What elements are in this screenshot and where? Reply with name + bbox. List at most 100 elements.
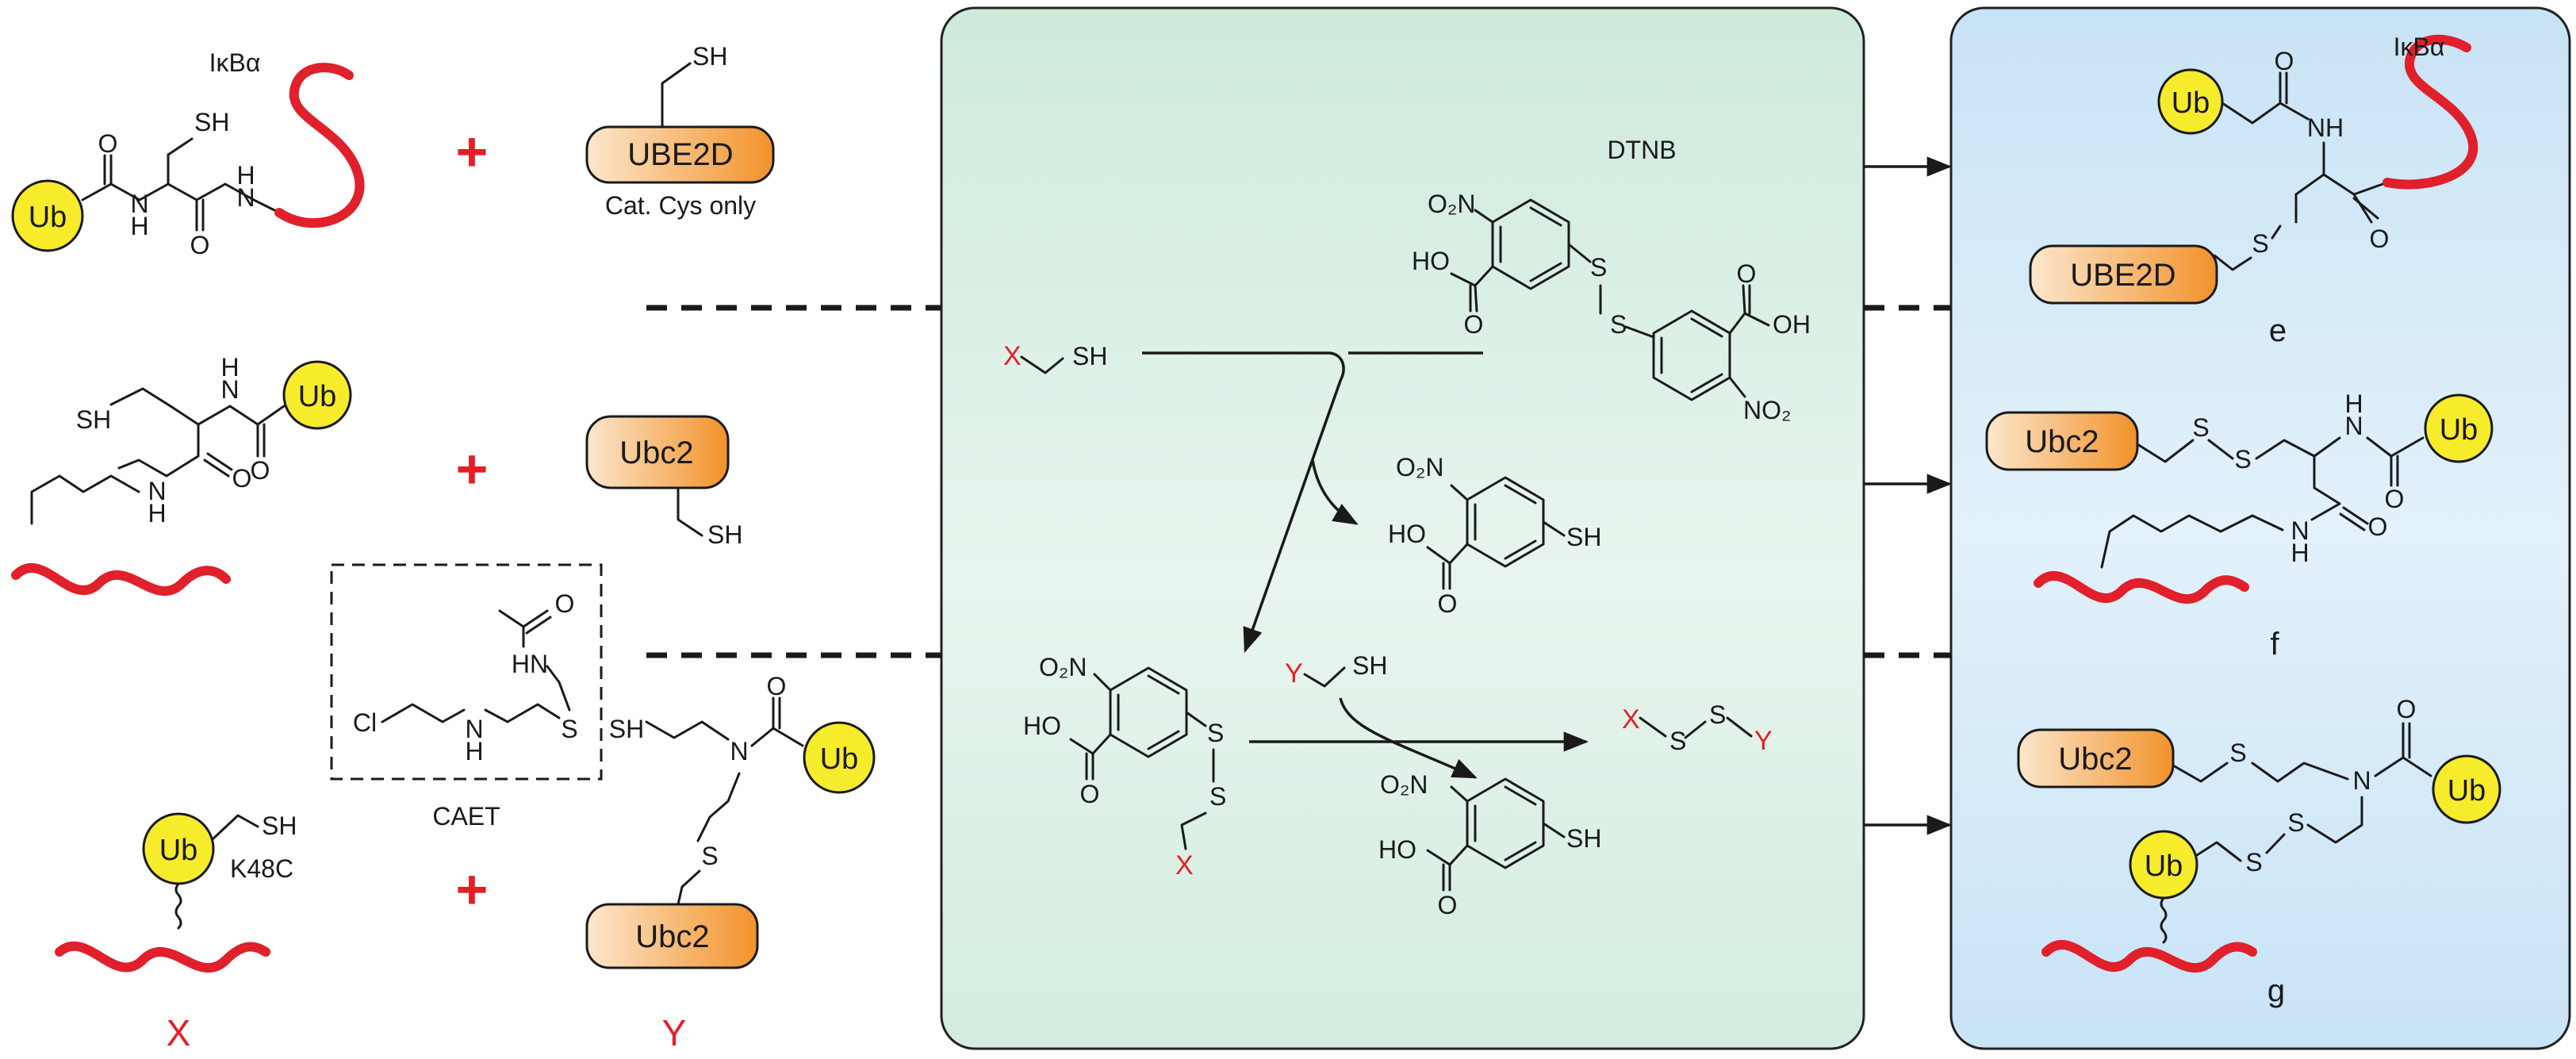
svg-text:H: H xyxy=(220,353,239,382)
svg-text:O: O xyxy=(2368,512,2388,541)
svg-text:Ub: Ub xyxy=(2172,86,2210,120)
ubc2-enzyme xyxy=(1985,411,2139,471)
svg-text:H: H xyxy=(130,212,148,240)
svg-text:H: H xyxy=(148,499,166,528)
svg-text:O: O xyxy=(1080,780,1100,808)
svg-text:SH: SH xyxy=(262,812,297,840)
ubc2-enzyme xyxy=(585,415,730,489)
svg-text:S: S xyxy=(2192,413,2209,442)
svg-text:S: S xyxy=(2229,739,2246,767)
svg-text:SH: SH xyxy=(609,715,644,743)
svg-text:N: N xyxy=(236,183,255,212)
svg-text:SH: SH xyxy=(1566,523,1601,551)
row-e-reactants: Ub O N H O SH H N IκBα + SH UBE2D Cat. C… xyxy=(11,42,775,259)
svg-text:X: X xyxy=(1003,341,1022,371)
svg-text:H: H xyxy=(465,737,483,765)
ube2d-label: UBE2D xyxy=(627,137,733,172)
ikba-product-substrate xyxy=(2382,34,2478,190)
svg-text:OH: OH xyxy=(1773,310,1811,339)
svg-text:X: X xyxy=(1622,704,1640,735)
svg-text:SH: SH xyxy=(707,520,742,549)
product-g-label: g xyxy=(2267,973,2285,1008)
ikba-label: IκBα xyxy=(209,48,261,77)
svg-text:Ub: Ub xyxy=(820,742,859,776)
k48c-label: K48C xyxy=(230,854,293,883)
caet-label: CAET xyxy=(432,802,500,831)
svg-text:O: O xyxy=(251,456,270,485)
svg-text:O: O xyxy=(767,672,787,700)
ube2d-enzyme xyxy=(2029,244,2218,305)
svg-text:SH: SH xyxy=(1352,651,1387,680)
svg-text:S: S xyxy=(1590,253,1607,282)
svg-text:O: O xyxy=(2275,47,2294,75)
svg-text:H: H xyxy=(2344,389,2363,418)
svg-text:S: S xyxy=(2234,445,2251,474)
ub-bead xyxy=(282,360,352,430)
svg-text:S: S xyxy=(561,715,577,743)
svg-text:HO: HO xyxy=(1388,520,1426,548)
svg-text:SH: SH xyxy=(1566,824,1601,853)
lysine-product-substrate xyxy=(2034,571,2249,604)
svg-text:N: N xyxy=(730,737,748,765)
svg-text:Y: Y xyxy=(1285,658,1303,689)
svg-text:UBE2D: UBE2D xyxy=(2070,258,2175,293)
caet-box xyxy=(330,563,603,781)
svg-text:HN: HN xyxy=(512,650,548,678)
plus-row-e: + xyxy=(456,121,489,182)
svg-text:O: O xyxy=(2370,224,2390,253)
svg-text:SH: SH xyxy=(76,405,111,434)
y-label: Y xyxy=(662,1012,687,1053)
svg-text:O₂N: O₂N xyxy=(1380,770,1428,799)
ub-bead xyxy=(2157,68,2224,135)
svg-text:O: O xyxy=(1438,589,1458,618)
svg-text:N: N xyxy=(148,477,166,505)
ubc2-enzyme xyxy=(585,903,759,969)
svg-text:O₂N: O₂N xyxy=(1396,453,1443,482)
svg-text:N: N xyxy=(2352,766,2371,795)
svg-text:S: S xyxy=(1709,700,1726,729)
svg-text:H: H xyxy=(236,161,255,190)
row-g-reactants: Cl N H S HN O CAET Ub SH K48C X + SH N O… xyxy=(55,563,876,1053)
svg-text:O: O xyxy=(98,129,118,158)
svg-text:Cl: Cl xyxy=(353,708,377,737)
svg-text:S: S xyxy=(701,842,718,870)
svg-text:O: O xyxy=(2397,695,2417,723)
svg-text:S: S xyxy=(1669,727,1686,755)
lysine-substrate xyxy=(11,563,231,597)
svg-text:SH: SH xyxy=(1072,342,1107,370)
svg-text:IκBα: IκBα xyxy=(2394,33,2445,61)
ub-bead xyxy=(2424,393,2494,463)
product-g: Ubc2 S N O Ub S S Ub g xyxy=(2017,695,2501,1008)
svg-text:HO: HO xyxy=(1378,835,1416,864)
svg-text:H: H xyxy=(2290,539,2309,567)
dtnb-label: DTNB xyxy=(1607,136,1676,164)
svg-text:O: O xyxy=(1464,310,1484,339)
product-f: Ubc2 S S H N O Ub O N H f xyxy=(1985,389,2494,662)
ub-bead xyxy=(803,721,876,794)
svg-text:O: O xyxy=(232,464,252,493)
ubc2-label: Ubc2 xyxy=(619,435,693,470)
svg-text:N: N xyxy=(465,715,483,743)
svg-text:HO: HO xyxy=(1023,712,1061,740)
ikba-substrate xyxy=(274,63,365,228)
cat-cys-note: Cat. Cys only xyxy=(605,191,756,220)
svg-text:HO: HO xyxy=(1412,247,1450,275)
dtnb-mechanism: DTNB O₂N O HO S S O OH NO₂ X SH xyxy=(1003,136,1811,919)
svg-text:O₂N: O₂N xyxy=(1428,190,1475,218)
ube2d-enzyme xyxy=(585,125,775,184)
k48c-substrate xyxy=(55,941,270,973)
product-e-label: e xyxy=(2269,313,2287,348)
plus-row-g: + xyxy=(456,858,489,920)
svg-text:NH: NH xyxy=(2307,113,2344,142)
k48c-product-substrate xyxy=(2041,940,2257,973)
svg-text:S: S xyxy=(2287,808,2304,837)
svg-text:S: S xyxy=(1610,310,1627,339)
products-panel xyxy=(1949,6,2571,1050)
svg-text:S: S xyxy=(2252,229,2268,258)
svg-text:Ubc2: Ubc2 xyxy=(2025,424,2099,459)
svg-text:Ub: Ub xyxy=(159,834,198,867)
plus-row-f: + xyxy=(456,438,489,500)
svg-text:N: N xyxy=(2290,516,2309,545)
svg-text:N: N xyxy=(220,375,239,404)
svg-text:S: S xyxy=(1209,782,1226,811)
